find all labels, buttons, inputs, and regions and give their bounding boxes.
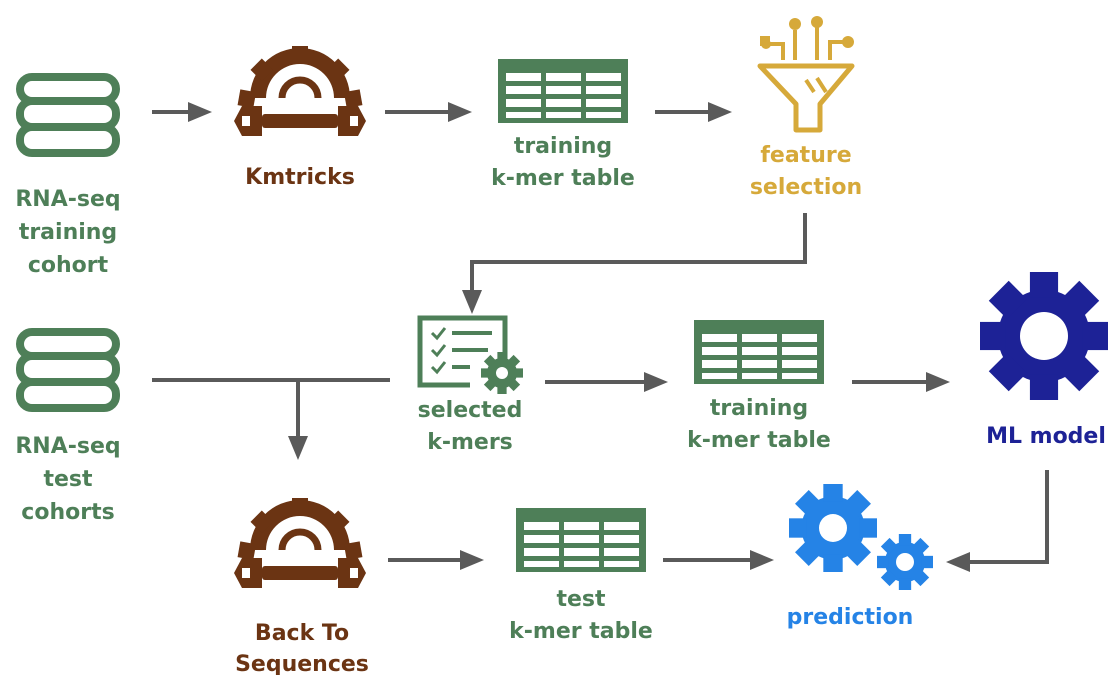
node-prediction: prediction — [787, 484, 933, 630]
node-training-table-2: training k-mer table — [687, 320, 831, 453]
database-icon — [20, 77, 116, 153]
table-icon — [516, 508, 646, 572]
database-icon — [20, 332, 116, 408]
label-line: prediction — [787, 605, 914, 630]
gear-wrench-icon — [234, 498, 366, 588]
arrowhead — [750, 550, 774, 570]
label-line: training — [710, 396, 808, 421]
gear-icon — [980, 272, 1108, 400]
arrow-feature-to-selected — [470, 213, 807, 292]
label-line: selected — [418, 398, 523, 423]
arrowhead — [462, 290, 482, 314]
label-line: Sequences — [235, 652, 369, 675]
label-line: selection — [750, 175, 862, 200]
arrowhead — [460, 550, 484, 570]
node-back-to-sequences: Back To Sequences — [234, 498, 369, 675]
arrow-ml-to-prediction — [968, 470, 1049, 564]
label-line: k-mers — [427, 430, 513, 455]
node-selected-kmers: selected k-mers — [417, 315, 523, 455]
label-line: k-mer table — [509, 619, 653, 644]
label-line: k-mer table — [687, 428, 831, 453]
label-line: cohorts — [21, 500, 114, 525]
node-test-table: test k-mer table — [509, 508, 653, 644]
label-line: training — [514, 134, 612, 159]
arrowhead — [188, 102, 212, 122]
label-line: RNA-seq — [15, 434, 120, 459]
label-line: training — [19, 220, 117, 245]
label-line: RNA-seq — [15, 187, 120, 212]
label-line: Back To — [255, 621, 349, 646]
node-training-table-1: training k-mer table — [491, 59, 635, 191]
funnel-icon — [757, 16, 855, 133]
gear-wrench-icon — [234, 46, 366, 136]
label-line: cohort — [28, 253, 109, 278]
arrowhead — [288, 436, 308, 460]
arrowhead — [708, 102, 732, 122]
arrowhead — [448, 102, 472, 122]
node-kmtricks: Kmtricks — [234, 46, 366, 190]
node-db-test: RNA-seq test cohorts — [15, 332, 121, 525]
label-line: feature — [760, 143, 851, 168]
label-line: Kmtricks — [245, 165, 355, 190]
node-feature-selection: feature selection — [750, 16, 862, 200]
arrowhead — [926, 372, 950, 392]
arrows — [152, 102, 1049, 572]
gears-icon — [789, 484, 933, 590]
label-line: ML model — [986, 424, 1106, 449]
label-line: test — [556, 587, 606, 612]
table-icon — [694, 320, 824, 384]
checklist-gear-icon — [417, 315, 523, 394]
label-line: test — [43, 467, 93, 492]
label-line: k-mer table — [491, 166, 635, 191]
arrowhead — [946, 552, 970, 572]
table-icon — [498, 59, 628, 123]
node-db-training: RNA-seq training cohort — [15, 77, 121, 278]
arrowhead — [644, 372, 668, 392]
node-ml-model: ML model — [980, 272, 1108, 449]
